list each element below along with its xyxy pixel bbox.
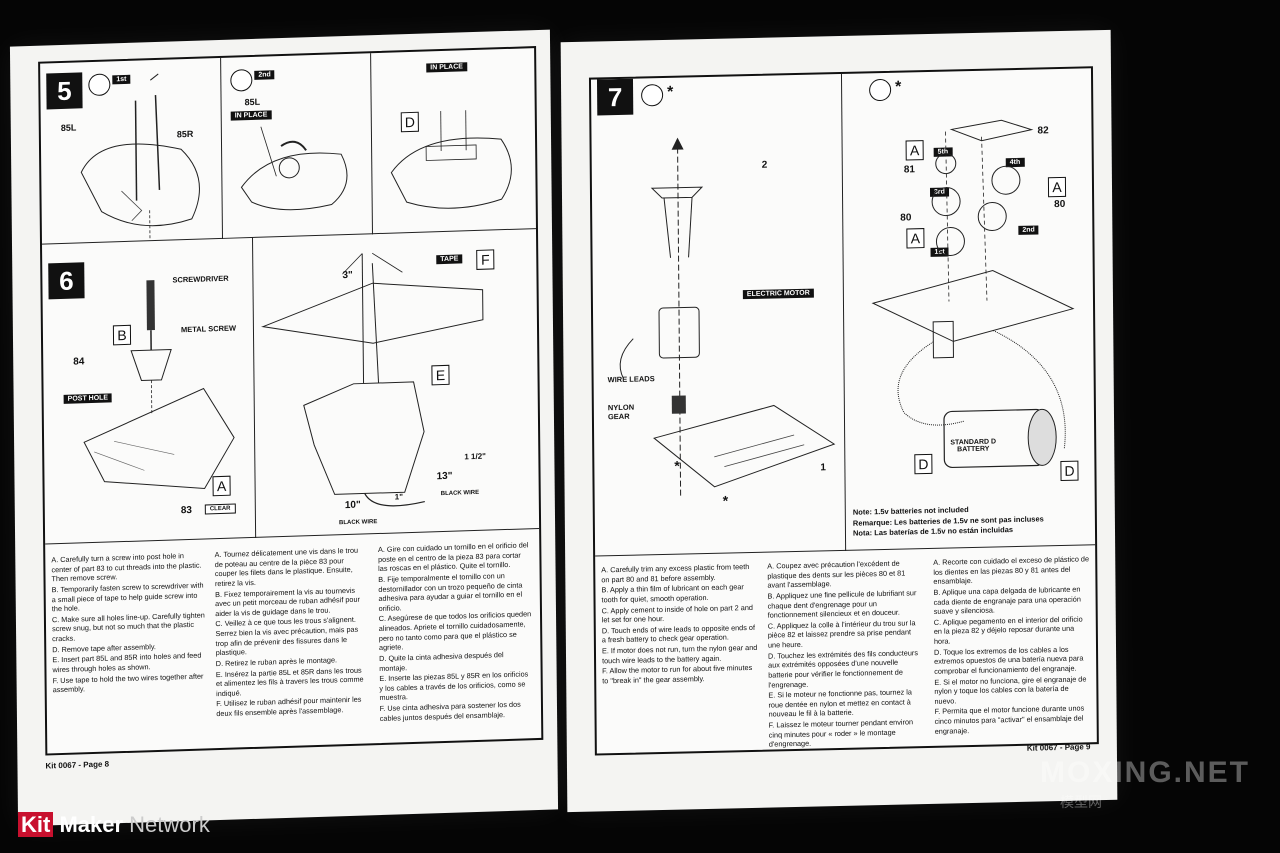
part-85-drawing	[80, 73, 200, 239]
text-column-en: A. Carefully trim any excess plastic fro…	[601, 562, 759, 754]
step5-panel-2: 2nd 85L IN PLACE	[220, 53, 373, 239]
text-line: B. Temporarily fasten screw to screwdriv…	[51, 580, 204, 614]
text-line: F. Use cinta adhesiva para sostener los …	[379, 699, 521, 723]
text-line: B. Appliquez une fine pellicule de lubri…	[767, 588, 917, 620]
page-footer: Kit 0067 - Page 9	[1026, 742, 1091, 753]
step6-panel-2: 3" TAPE F E 13" 1 1/2" BLACK WIRE 10" 1"…	[251, 228, 540, 538]
text-line: C. Apply cement to inside of hole on par…	[601, 602, 753, 625]
gear-battery-drawing	[871, 119, 1075, 469]
gear-panel: * 82 A 81 5th 4th 3rd A 80 80 A 2nd 1st …	[840, 68, 1096, 551]
kitmaker-logo: Kit Maker Network	[18, 812, 210, 838]
text-line: F. Allow the motor to run for about five…	[602, 663, 753, 686]
text-line: F. Use tape to hold the two wires togeth…	[52, 671, 204, 695]
text-line: A. Gire con cuidado un tornillo en el or…	[377, 540, 529, 574]
text-line: E. Si le moteur ne fonctionne pas, tourn…	[768, 687, 913, 719]
text-line: E. Insérez la partie 85L et 85R dans les…	[215, 665, 364, 698]
text-line: C. Aplique pegamento en el interior del …	[933, 614, 1083, 646]
text-line: A. Tournez délicatement une vis dans le …	[214, 545, 359, 589]
text-line: C. Make sure all holes line-up. Carefull…	[51, 610, 205, 644]
text-line: F. Utilisez le ruban adhésif pour mainte…	[216, 694, 362, 719]
page-footer: Kit 0067 - Page 8	[45, 759, 110, 771]
in-place-drawing	[390, 110, 512, 209]
text-column-fr: A. Tournez délicatement une vis dans le …	[215, 545, 370, 729]
logo-network: Network	[129, 812, 210, 837]
step5-panel-3: IN PLACE D	[370, 48, 536, 235]
text-line: A. Coupez avec précaution l'excédent de …	[767, 558, 906, 590]
text-line: E. Si el motor no funciona, gire el engr…	[934, 673, 1087, 706]
text-line: B. Fije temporalmente el tornillo con un…	[378, 570, 523, 613]
text-line: A. Carefully trim any excess plastic fro…	[601, 562, 750, 585]
text-line: D. Toque los extremos de los cables a lo…	[933, 644, 1084, 676]
wire-tape-drawing	[261, 252, 484, 507]
text-line: B. Apply a thin film of lubricant on eac…	[601, 582, 744, 605]
logo-kit: Kit	[18, 812, 54, 837]
instructions-text-left: A. Carefully turn a screw into post hole…	[51, 540, 533, 734]
left-page: 5 1st 85L 85R 2nd 85L IN PLACE	[9, 29, 559, 827]
text-line: F. Permita que el motor funcione durante…	[934, 703, 1085, 736]
text-line: E. Inserte las piezas 85L y 85R en los o…	[379, 669, 529, 703]
text-line: A. Carefully turn a screw into post hole…	[51, 551, 202, 584]
right-page: 7 * 2 ELECTRIC MOTOR WIRE LEADS NYLON GE…	[560, 29, 1118, 813]
text-column-fr: A. Coupez avec précaution l'excédent de …	[767, 558, 925, 750]
text-column-es: A. Recorte con cuidado el exceso de plás…	[933, 554, 1091, 746]
motor-assembly-drawing	[619, 137, 836, 498]
text-line: E. If motor does not run, turn the nylon…	[601, 642, 758, 666]
instructions-text-right: A. Carefully trim any excess plastic fro…	[601, 554, 1091, 754]
step5-panel-1: 5 1st 85L 85R	[40, 57, 224, 245]
text-line: B. Aplique una capa delgada de lubricant…	[933, 584, 1081, 616]
part-85-install-drawing	[240, 126, 348, 211]
step6-panel-1: 6 SCREWDRIVER METAL SCREW B 84 POST HOLE…	[42, 236, 257, 545]
text-line: C. Veillez à ce que tous les trous s'ali…	[215, 615, 359, 658]
logo-maker: Maker	[59, 812, 124, 837]
text-line: D. Touchez les extrémités des fils condu…	[767, 647, 919, 690]
text-column-es: A. Gire con cuidado un tornillo en el or…	[378, 540, 533, 724]
text-line: B. Fixez temporairement la vis au tourne…	[215, 585, 361, 618]
step7-panel: 7 * 2 ELECTRIC MOTOR WIRE LEADS NYLON GE…	[590, 73, 847, 557]
watermark-cn: 模型网	[1060, 794, 1102, 810]
watermark: MOXING.NET	[1040, 756, 1251, 789]
text-column-en: A. Carefully turn a screw into post hole…	[51, 551, 206, 735]
screw-assembly-drawing	[83, 280, 235, 490]
text-line: C. Asegúrese de que todos los orificios …	[378, 609, 532, 653]
text-line: F. Laissez le moteur tourner pendant env…	[768, 717, 914, 749]
instruction-frame-left: 5 1st 85L 85R 2nd 85L IN PLACE	[38, 46, 544, 756]
text-line: A. Recorte con cuidado el exceso de plás…	[933, 554, 1090, 587]
text-line: C. Appliquez la colle à l'intérieur du t…	[767, 618, 916, 650]
instruction-frame-right: 7 * 2 ELECTRIC MOTOR WIRE LEADS NYLON GE…	[588, 66, 1099, 756]
text-line: D. Touch ends of wire leads to opposite …	[601, 622, 756, 645]
